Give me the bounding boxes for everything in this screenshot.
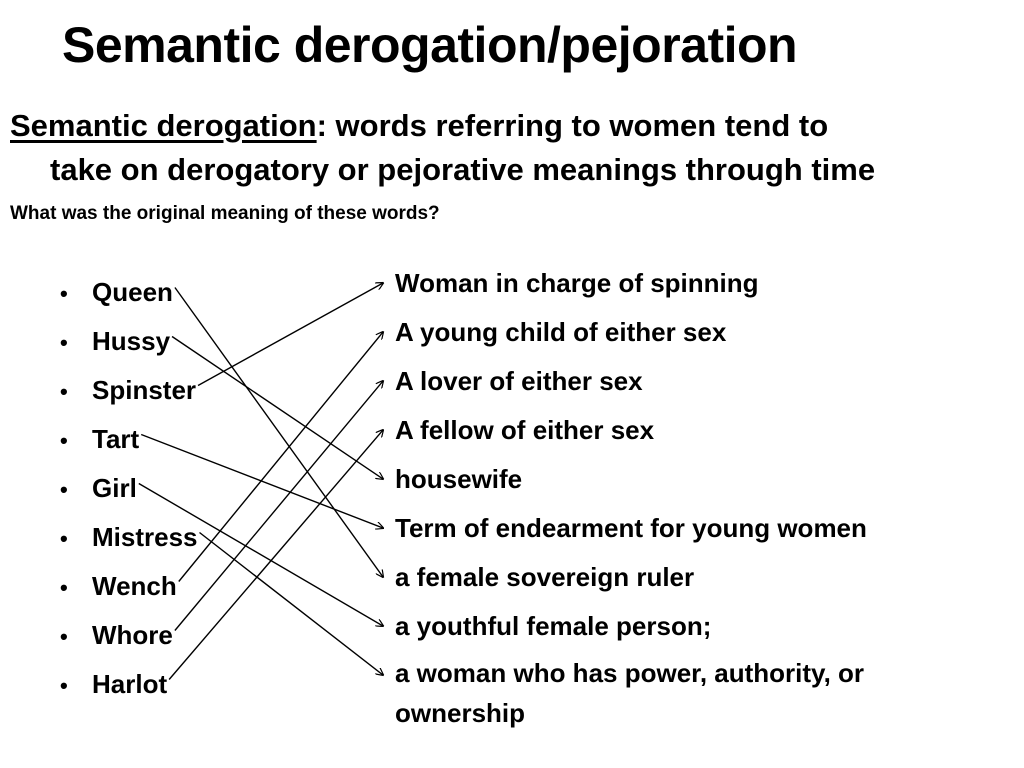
word-item-tart: • Tart (60, 417, 198, 466)
word-item-wench: • Wench (60, 564, 198, 613)
arrow-wench (178, 332, 383, 582)
arrow-queen (174, 287, 383, 578)
word-label: Queen (92, 277, 173, 307)
arrow-spinster (197, 283, 383, 387)
word-item-girl: • Girl (60, 466, 198, 515)
arrow-mistress (199, 531, 384, 676)
meaning-item: A lover of either sex (395, 366, 643, 396)
meaning-item: Term of endearment for young women (395, 513, 867, 543)
arrow-harlot (168, 430, 383, 680)
meaning-item: housewife (395, 464, 523, 494)
bullet-icon: • (60, 575, 68, 600)
meaning-item: a woman who has power, authority, or own… (395, 658, 865, 728)
meaning-item: a youthful female person; (395, 611, 712, 641)
word-item-whore: • Whore (60, 613, 198, 662)
bullet-icon: • (60, 379, 68, 404)
word-label: Spinster (92, 375, 197, 405)
bullet-icon: • (60, 428, 68, 453)
meaning-list: Woman in charge of spinning A young child… (395, 261, 995, 728)
definition-text-line1: words referring to women tend to (326, 108, 829, 143)
word-label: Mistress (92, 522, 198, 552)
word-list: • Queen • Hussy • Spinster • Tart • Girl • Mistress… (60, 270, 198, 711)
word-item-queen: • Queen (60, 270, 198, 319)
word-item-mistress: • Mistress (60, 515, 198, 564)
bullet-icon: • (60, 624, 68, 649)
definition-separator: : (316, 108, 327, 143)
definition-text-line2: take on derogatory or pejorative meaning… (50, 152, 876, 187)
meaning-item: A young child of either sex (395, 317, 727, 347)
word-label: Girl (92, 473, 137, 503)
word-label: Tart (92, 424, 140, 454)
meaning-item: Woman in charge of spinning (395, 268, 759, 298)
bullet-icon: • (60, 477, 68, 502)
bullet-icon: • (60, 673, 68, 698)
bullet-icon: • (60, 526, 68, 551)
bullet-icon: • (60, 330, 68, 355)
definition-term: Semantic derogation (10, 108, 317, 143)
definition-paragraph: Semantic derogation: words referring to … (10, 104, 1015, 192)
word-item-hussy: • Hussy (60, 319, 198, 368)
word-label: Harlot (92, 669, 168, 699)
word-label: Hussy (92, 326, 171, 356)
question-prompt: What was the original meaning of these w… (10, 203, 440, 224)
word-item-harlot: • Harlot (60, 662, 198, 711)
word-label: Whore (92, 620, 173, 650)
word-label: Wench (92, 571, 177, 601)
word-item-spinster: • Spinster (60, 368, 198, 417)
bullet-icon: • (60, 281, 68, 306)
arrow-whore (174, 381, 383, 631)
arrow-hussy (171, 335, 383, 480)
meaning-item: a female sovereign ruler (395, 562, 695, 592)
slide-title: Semantic derogation/pejoration (62, 17, 798, 73)
meaning-item: A fellow of either sex (395, 415, 655, 445)
